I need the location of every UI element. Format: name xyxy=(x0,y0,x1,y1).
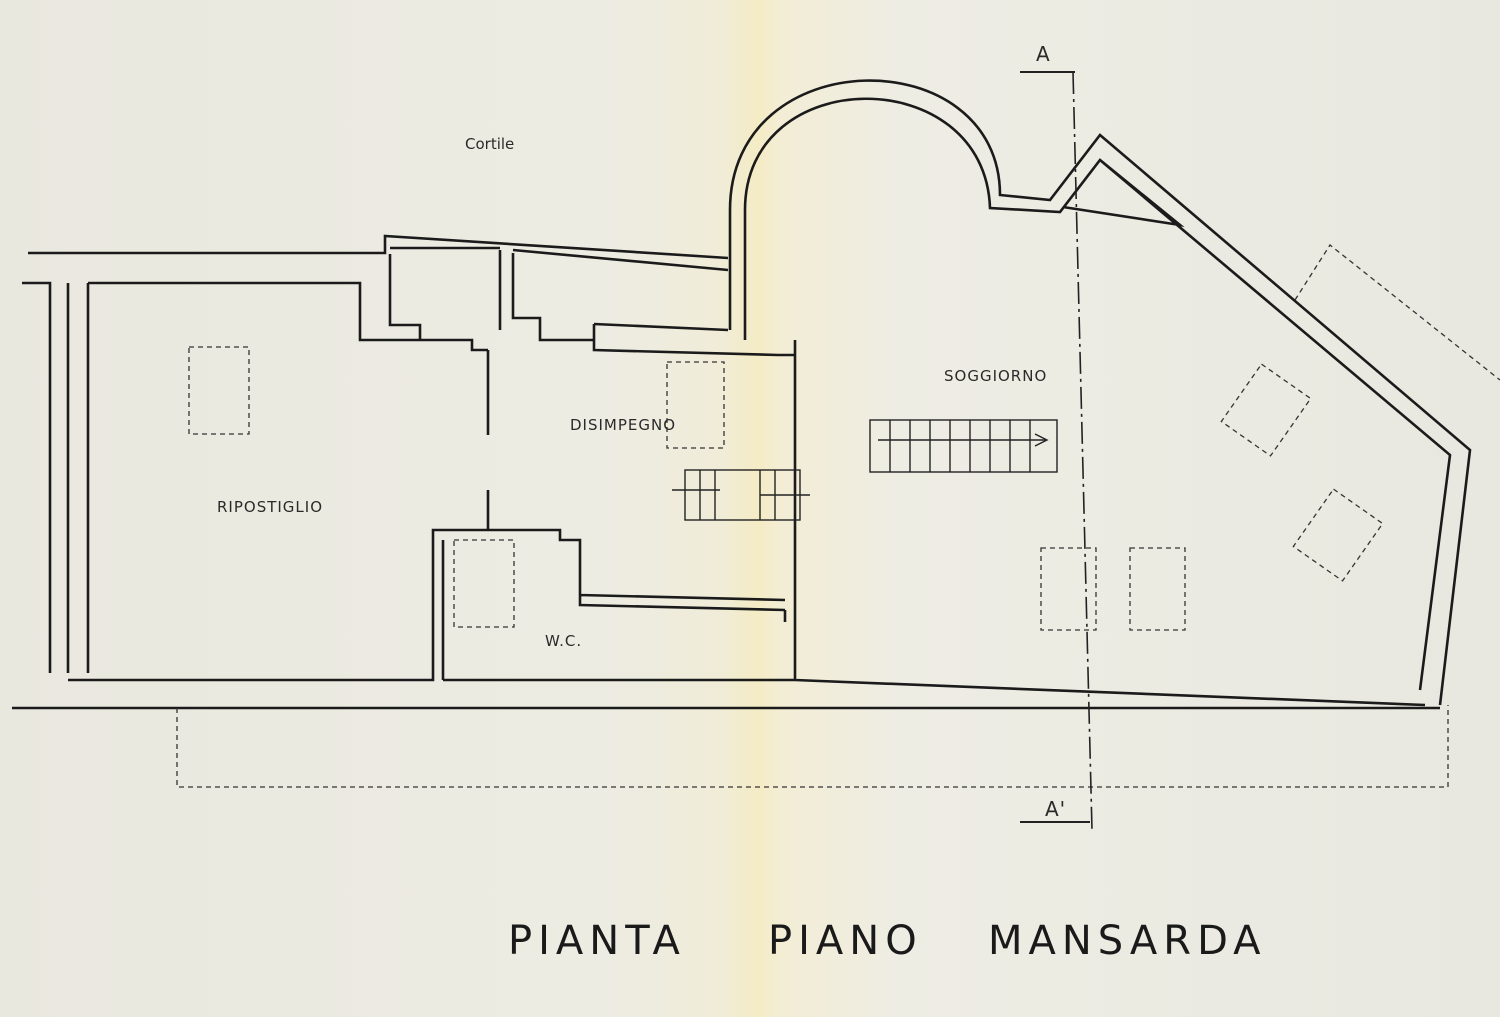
stairs-living xyxy=(869,419,1058,473)
arch-wall-outer xyxy=(728,79,1472,706)
top-wall-inner xyxy=(88,281,488,352)
title-word-1: PIANTA xyxy=(508,918,686,964)
section-line xyxy=(1020,71,1093,831)
title-word-3: MANSARDA xyxy=(988,918,1267,964)
arch-wall-inner xyxy=(743,97,1452,691)
left-wall xyxy=(22,281,90,673)
label-cortile: Cortile xyxy=(465,135,515,153)
title-word-2: PIANO xyxy=(768,918,923,964)
skylights xyxy=(188,346,1384,631)
label-soggiorno: SOGGIORNO xyxy=(944,367,1048,385)
top-wall-outer xyxy=(28,234,729,260)
walls xyxy=(12,79,1472,710)
section-label-a: A xyxy=(1036,42,1051,66)
closet-walls xyxy=(388,246,729,342)
roof-outline xyxy=(176,244,1500,788)
stairs-hall xyxy=(672,469,810,521)
hall-walls xyxy=(441,322,795,680)
label-disimpegno: DISIMPEGNO xyxy=(570,416,677,434)
section-label-a-prime: A' xyxy=(1045,797,1067,821)
bottom-wall xyxy=(12,340,1440,710)
arrow-icon xyxy=(1034,433,1049,447)
label-wc: W.C. xyxy=(545,632,583,650)
label-ripostiglio: RIPOSTIGLIO xyxy=(217,498,324,516)
